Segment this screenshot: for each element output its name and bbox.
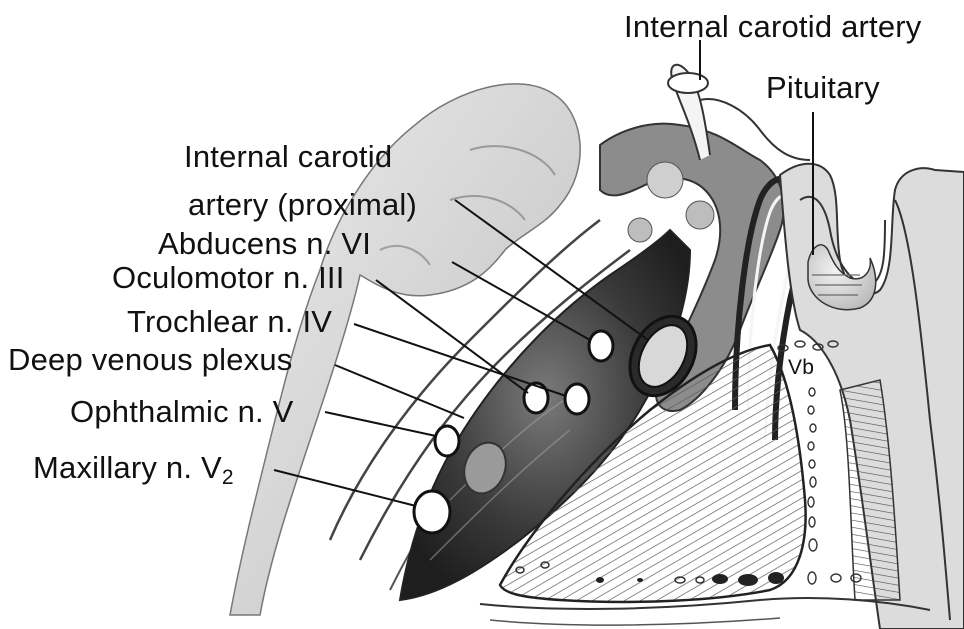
ophthalmic-nerve: [435, 426, 459, 456]
maxillary-nerve: [414, 491, 450, 533]
label-deep-venous: Deep venous plexus: [8, 344, 293, 375]
label-ophthalmic: Ophthalmic n. V: [70, 396, 294, 427]
label-maxillary-subscript: 2: [222, 466, 234, 489]
label-abducens: Abducens n. VI: [158, 228, 371, 259]
pituitary-gland-shape: [808, 245, 876, 310]
trochlear-nerve: [565, 384, 589, 414]
oculomotor-nerve: [524, 383, 548, 413]
label-vb: Vb: [788, 357, 814, 378]
label-ica-proximal-line1: Internal carotid: [184, 141, 392, 172]
label-pituitary: Pituitary: [766, 72, 880, 103]
label-ica-proximal-line2: artery (proximal): [188, 189, 417, 220]
label-oculomotor: Oculomotor n. III: [112, 262, 345, 293]
label-ica-distal: Internal carotid artery: [624, 11, 922, 42]
abducens-nerve: [589, 331, 613, 361]
label-maxillary-text: Maxillary n. V: [33, 450, 222, 485]
label-trochlear: Trochlear n. IV: [127, 306, 332, 337]
label-maxillary: Maxillary n. V2: [33, 452, 234, 488]
